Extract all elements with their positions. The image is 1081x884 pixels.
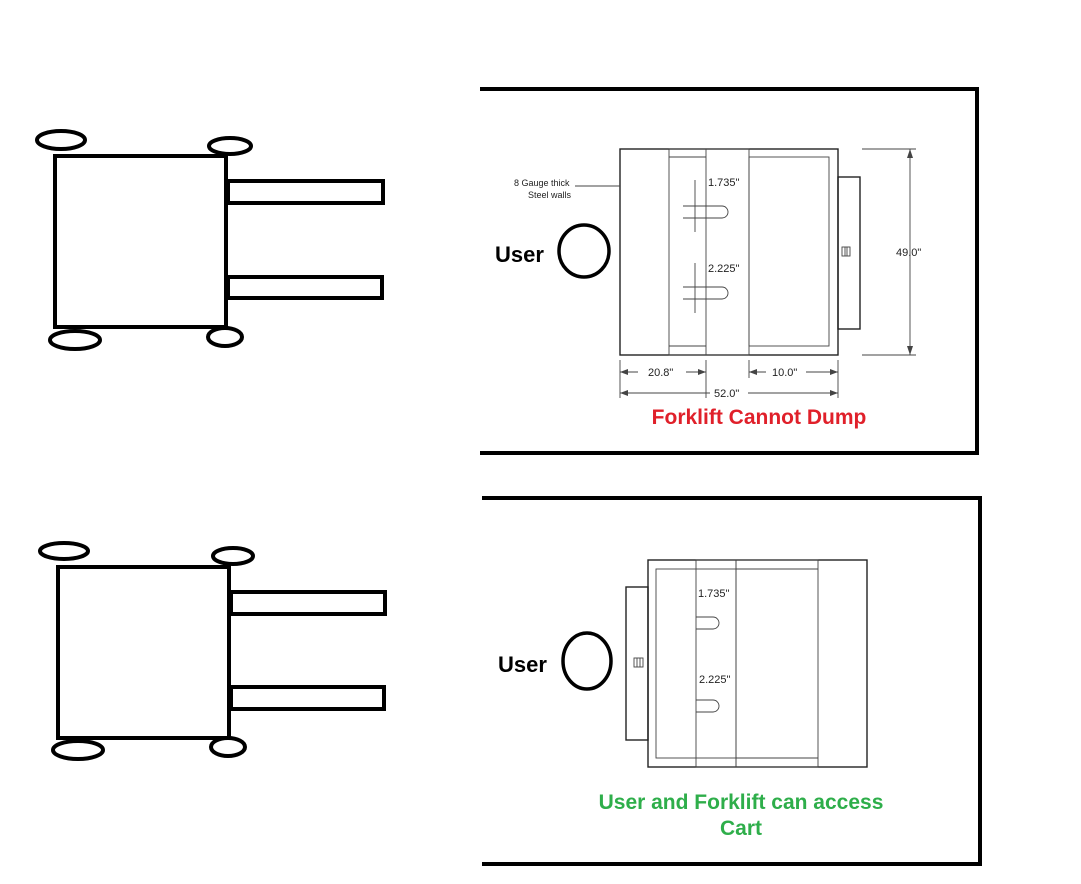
forklift-top-wheel-front-left [35, 129, 87, 151]
forklift-top-wheel-rear-right [206, 326, 244, 348]
cart-bottom-outer-wall [647, 559, 868, 768]
forklift-top-fork-lower [226, 275, 384, 300]
dim-right-top: 10.0" [772, 367, 797, 379]
dim-height-top: 49.0" [896, 247, 921, 259]
cart-bottom-latch [633, 657, 644, 668]
forklift-top-wheel-front-right [207, 136, 253, 156]
forklift-top [35, 129, 385, 351]
dim-left-top: 20.8" [648, 367, 673, 379]
cart-top-inner-bin [748, 156, 830, 347]
cart-top-latch [841, 246, 851, 257]
cart-top-slot-upper [706, 205, 729, 219]
enclosure-top-wall [480, 87, 979, 455]
forklift-bottom-fork-lower [229, 685, 386, 711]
caption-bottom-line1: User and Forklift can access [599, 791, 884, 814]
wall-note-line2: Steel walls [528, 190, 572, 200]
wall-note-line1: 8 Gauge thick [514, 178, 570, 188]
user-label-top: User [495, 242, 544, 267]
cart-bottom-slot-upper [696, 616, 720, 630]
dim-slot-upper-bottom: 1.735" [698, 588, 730, 600]
cart-bottom-side-plate [625, 586, 649, 741]
forklift-bottom-wheel-rear-right [209, 736, 247, 758]
forklift-top-wheel-rear-left [48, 329, 102, 351]
cart-top-side-plate [837, 176, 861, 330]
dim-slot-upper-top: 1.735" [708, 177, 740, 189]
user-marker-bottom [561, 631, 613, 691]
forklift-bottom-wheel-front-left [38, 541, 90, 561]
forklift-top-fork-upper [226, 179, 385, 205]
cart-top-channel [668, 148, 750, 356]
forklift-bottom-body [56, 565, 231, 740]
forklift-bottom-fork-upper [229, 590, 387, 616]
cart-bottom-channel [735, 559, 819, 768]
enclosure-top: User 1.735" 2.225" [480, 87, 979, 455]
dim-slot-lower-bottom: 2.225" [699, 674, 731, 686]
forklift-bottom-wheel-front-right [211, 546, 255, 566]
caption-bottom-line2: Cart [720, 817, 762, 840]
user-marker-top [557, 223, 611, 279]
forklift-top-body [53, 154, 228, 329]
caption-top: Forklift Cannot Dump [652, 406, 867, 429]
cart-bottom: 1.735" 2.225" [625, 559, 868, 768]
cart-bottom-strap [695, 559, 737, 768]
dim-total-top: 52.0" [714, 388, 739, 400]
enclosure-bottom: User 1.735" 2.225" User and Forklift can… [482, 496, 982, 866]
cart-top: 1.735" 2.225" 8 Gauge thick Steel walls … [514, 148, 921, 400]
enclosure-bottom-wall [482, 496, 982, 866]
cart-top-slot-lower [706, 286, 729, 300]
forklift-bottom-wheel-rear-left [51, 739, 105, 761]
user-label-bottom: User [498, 652, 547, 677]
dim-slot-lower-top: 2.225" [708, 263, 740, 275]
cart-bottom-slot-lower [696, 699, 720, 713]
forklift-bottom [38, 541, 387, 761]
